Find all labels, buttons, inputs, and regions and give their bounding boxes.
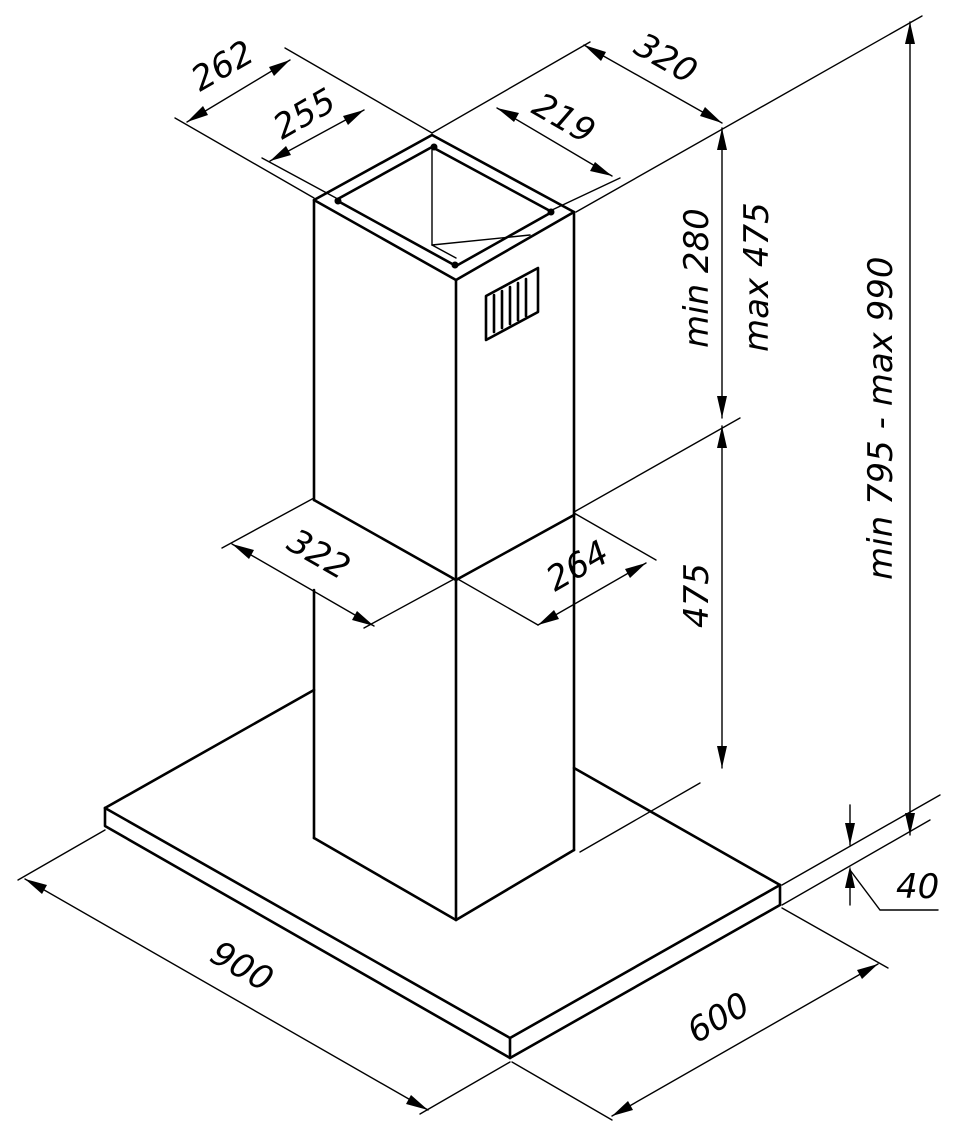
dimension-lines xyxy=(17,15,941,1121)
chimney-top-inner xyxy=(334,145,554,268)
rivet xyxy=(334,197,342,205)
chimney-section-joint xyxy=(312,498,576,582)
chimney-inner-floor-left xyxy=(431,244,457,259)
rivet xyxy=(451,261,459,269)
rivet xyxy=(430,143,438,151)
dim-upper-height-max: max 475 xyxy=(737,202,777,352)
dim-top-inner-depth: 219 xyxy=(526,85,602,152)
dim-top-outer-width: 262 xyxy=(185,33,261,100)
dim-canopy-thickness: 40 xyxy=(896,867,939,907)
dim-lower-height: 475 xyxy=(677,563,717,628)
dimension-labels: 262 255 219 320 322 264 min 280 max 475 … xyxy=(185,25,940,1052)
canopy-top-right-edge xyxy=(572,766,782,887)
dim-top-inner-width: 255 xyxy=(267,81,343,148)
canopy xyxy=(103,688,782,1060)
chimney-inner-floor-right xyxy=(431,234,531,246)
dim-top-outer-depth: 320 xyxy=(628,25,704,92)
dim-canopy-depth: 600 xyxy=(681,985,757,1052)
canopy-top-back-edges xyxy=(103,688,316,810)
chimney xyxy=(312,133,576,922)
dim-canopy-width: 900 xyxy=(204,933,280,1000)
vent-grille xyxy=(484,266,540,342)
chimney-base-edges xyxy=(312,836,576,922)
canopy-top-front-edges xyxy=(103,806,782,1040)
dim-upper-height-min: min 280 xyxy=(677,208,717,348)
canopy-bottom-edges xyxy=(103,806,782,1060)
dim-total-height: min 795 - max 990 xyxy=(861,257,901,580)
dim-mid-depth: 264 xyxy=(540,533,616,600)
